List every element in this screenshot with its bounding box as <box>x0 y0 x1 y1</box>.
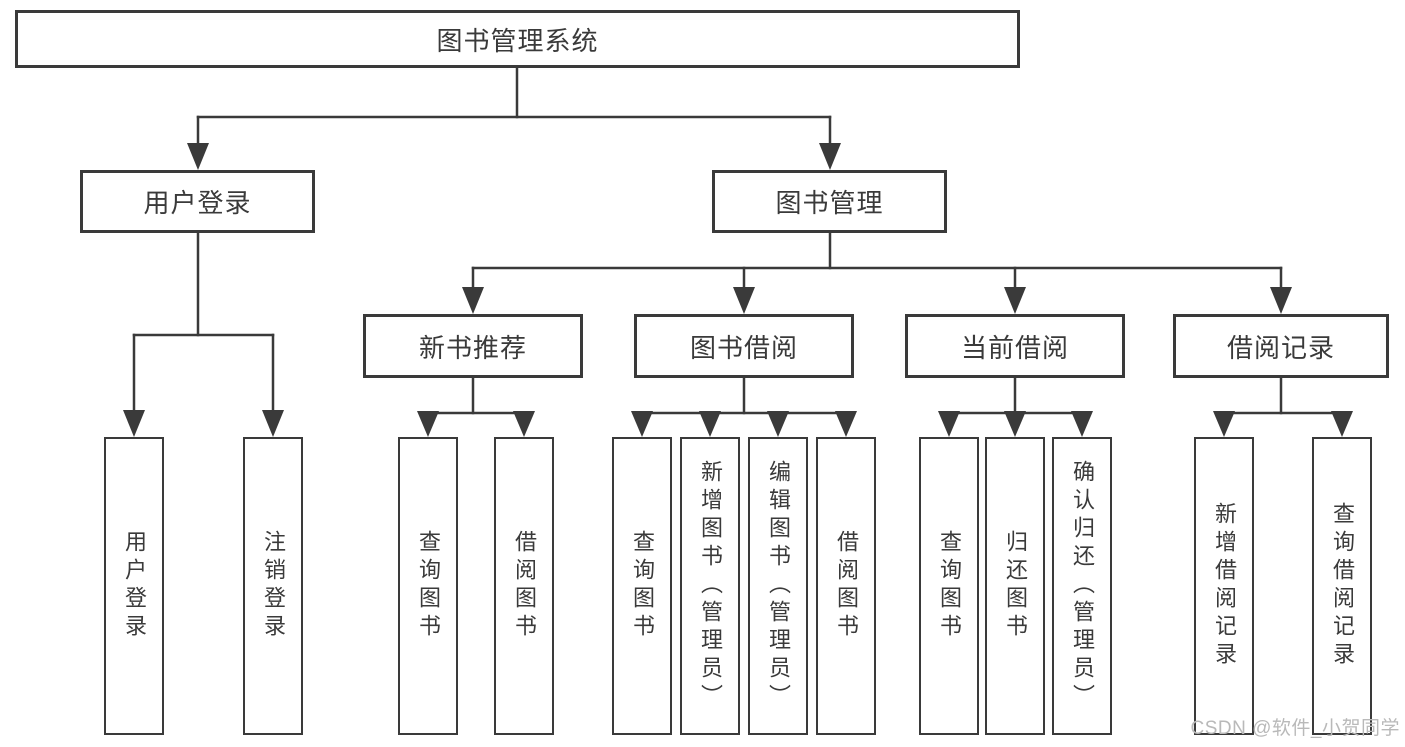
node-book-management: 图书管理 <box>712 170 947 233</box>
leaf-confirm-return-admin: 确认归还（管理员） <box>1052 437 1112 735</box>
leaf-return-books: 归还图书 <box>985 437 1045 735</box>
leaf-borrow-books: 借阅图书 <box>816 437 876 735</box>
leaf-add-borrow-record: 新增借阅记录 <box>1194 437 1254 735</box>
leaf-edit-book-admin: 编辑图书（管理员） <box>748 437 808 735</box>
leaf-logout: 注销登录 <box>243 437 303 735</box>
node-user-login: 用户登录 <box>80 170 315 233</box>
leaf-query-books-current: 查询图书 <box>919 437 979 735</box>
node-library-management-system: 图书管理系统 <box>15 10 1020 68</box>
leaf-query-borrow-record: 查询借阅记录 <box>1312 437 1372 735</box>
node-current-borrow: 当前借阅 <box>905 314 1125 378</box>
leaf-user-login: 用户登录 <box>104 437 164 735</box>
node-borrow-records: 借阅记录 <box>1173 314 1389 378</box>
node-new-book-recommend: 新书推荐 <box>363 314 583 378</box>
leaf-query-books-borrow: 查询图书 <box>612 437 672 735</box>
leaf-add-book-admin: 新增图书（管理员） <box>680 437 740 735</box>
leaf-borrow-books-recommend: 借阅图书 <box>494 437 554 735</box>
node-book-borrow: 图书借阅 <box>634 314 854 378</box>
leaf-query-books-recommend: 查询图书 <box>398 437 458 735</box>
